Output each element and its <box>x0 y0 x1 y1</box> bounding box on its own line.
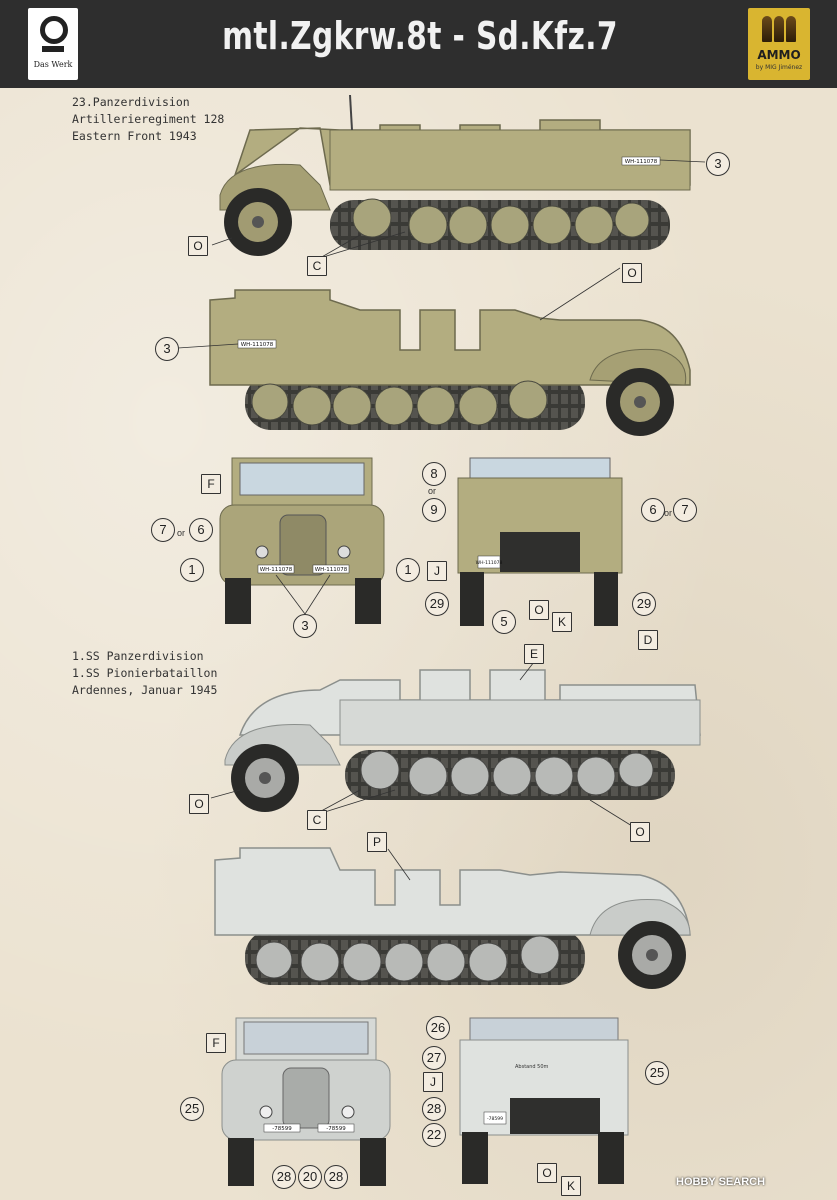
callout-O: O <box>188 236 208 256</box>
callout-O: O <box>529 600 549 620</box>
plate-text: -78599 <box>487 1116 503 1122</box>
hobbysearch-logo-icon: HOBBY SEARCH <box>676 1176 765 1188</box>
or-label: or <box>177 528 186 538</box>
scheme2-line: Ardennes, Januar 1945 <box>72 683 218 697</box>
header-bar: Das Werk mtl.Zgkrw.8t - Sd.Kfz.7 AMMO by… <box>0 0 837 88</box>
plate-text: WH-111078 <box>625 159 658 165</box>
or-label: or <box>664 508 673 518</box>
callout-20: 20 <box>298 1165 322 1189</box>
right-logo-brand: AMMO <box>757 48 801 62</box>
callout-6: 6 <box>189 518 213 542</box>
scheme1-line: Eastern Front 1943 <box>72 129 197 143</box>
callout-28: 28 <box>272 1165 296 1189</box>
callout-F: F <box>206 1033 226 1053</box>
callout-O: O <box>537 1163 557 1183</box>
callout-D: D <box>638 630 658 650</box>
left-logo-text: Das Werk <box>33 60 73 69</box>
callout-K: K <box>552 612 572 632</box>
callout-C: C <box>307 810 327 830</box>
callout-C: C <box>307 256 327 276</box>
ammo-logo-icon: AMMO by MIG Jiménez <box>748 8 810 80</box>
vehicle-front-scheme1: WH-111078 WH-111078 <box>219 457 385 624</box>
plate-text: WH-111078 <box>241 342 274 348</box>
vehicle-front-scheme2: -78599 -78599 <box>221 1017 391 1186</box>
scheme1-line: Artillerieregiment 128 <box>72 112 225 126</box>
plate-text: WH-111078 <box>476 560 503 566</box>
callout-27: 27 <box>422 1046 446 1070</box>
scheme2-line: 1.SS Panzerdivision <box>72 649 204 663</box>
vehicle-side-right-scheme1: WH-111078 <box>209 289 691 436</box>
callout-25: 25 <box>645 1061 669 1085</box>
callout-F: F <box>201 474 221 494</box>
scheme2-line: 1.SS Pionierbataillon <box>72 666 218 680</box>
plate-text: WH-111078 <box>260 567 293 573</box>
callout-7: 7 <box>151 518 175 542</box>
callout-J: J <box>427 561 447 581</box>
page-title: mtl.Zgkrw.8t - Sd.Kfz.7 <box>222 14 618 58</box>
rear-marking-text: Abstand 50m <box>515 1064 549 1070</box>
callout-O: O <box>189 794 209 814</box>
callout-K: K <box>561 1176 581 1196</box>
vehicle-rear-scheme1: WH-111078 <box>457 457 623 626</box>
plate-text: -78599 <box>272 1126 292 1132</box>
callout-8: 8 <box>422 462 446 486</box>
callout-9: 9 <box>422 498 446 522</box>
vehicle-rear-scheme2: Abstand 50m -78599 <box>459 1017 629 1184</box>
callout-29: 29 <box>425 592 449 616</box>
callout-6: 6 <box>641 498 665 522</box>
callout-28: 28 <box>324 1165 348 1189</box>
das-werk-logo-icon: Das Werk <box>28 8 78 80</box>
callout-3: 3 <box>155 337 179 361</box>
callout-3: 3 <box>706 152 730 176</box>
paper-background <box>0 88 837 1200</box>
callout-E: E <box>524 644 544 664</box>
callout-25: 25 <box>180 1097 204 1121</box>
callout-O: O <box>622 263 642 283</box>
callout-5: 5 <box>492 610 516 634</box>
scheme2-caption: 1.SS Panzerdivision 1.SS Pionierbataillo… <box>72 648 217 699</box>
callout-29: 29 <box>632 592 656 616</box>
callout-1: 1 <box>396 558 420 582</box>
callout-7: 7 <box>673 498 697 522</box>
plate-text: WH-111078 <box>315 567 348 573</box>
callout-22: 22 <box>422 1123 446 1147</box>
watermark-text: HOBBY SEARCH <box>676 1176 766 1188</box>
scheme1-line: 23.Panzerdivision <box>72 95 190 109</box>
scheme1-caption: 23.Panzerdivision Artillerieregiment 128… <box>72 94 224 145</box>
plate-text: -78599 <box>326 1126 346 1132</box>
or-label: or <box>428 486 437 496</box>
vehicle-side-right-scheme2 <box>214 847 691 989</box>
callout-J: J <box>423 1072 443 1092</box>
callout-26: 26 <box>426 1016 450 1040</box>
callout-1: 1 <box>180 558 204 582</box>
right-logo-sub: by MIG Jiménez <box>755 64 803 71</box>
callout-O: O <box>630 822 650 842</box>
callout-28: 28 <box>422 1097 446 1121</box>
callout-3: 3 <box>293 614 317 638</box>
callout-P: P <box>367 832 387 852</box>
vehicle-side-left-scheme1: WH-111078 <box>219 94 691 256</box>
vehicle-side-left-scheme2 <box>224 669 701 812</box>
